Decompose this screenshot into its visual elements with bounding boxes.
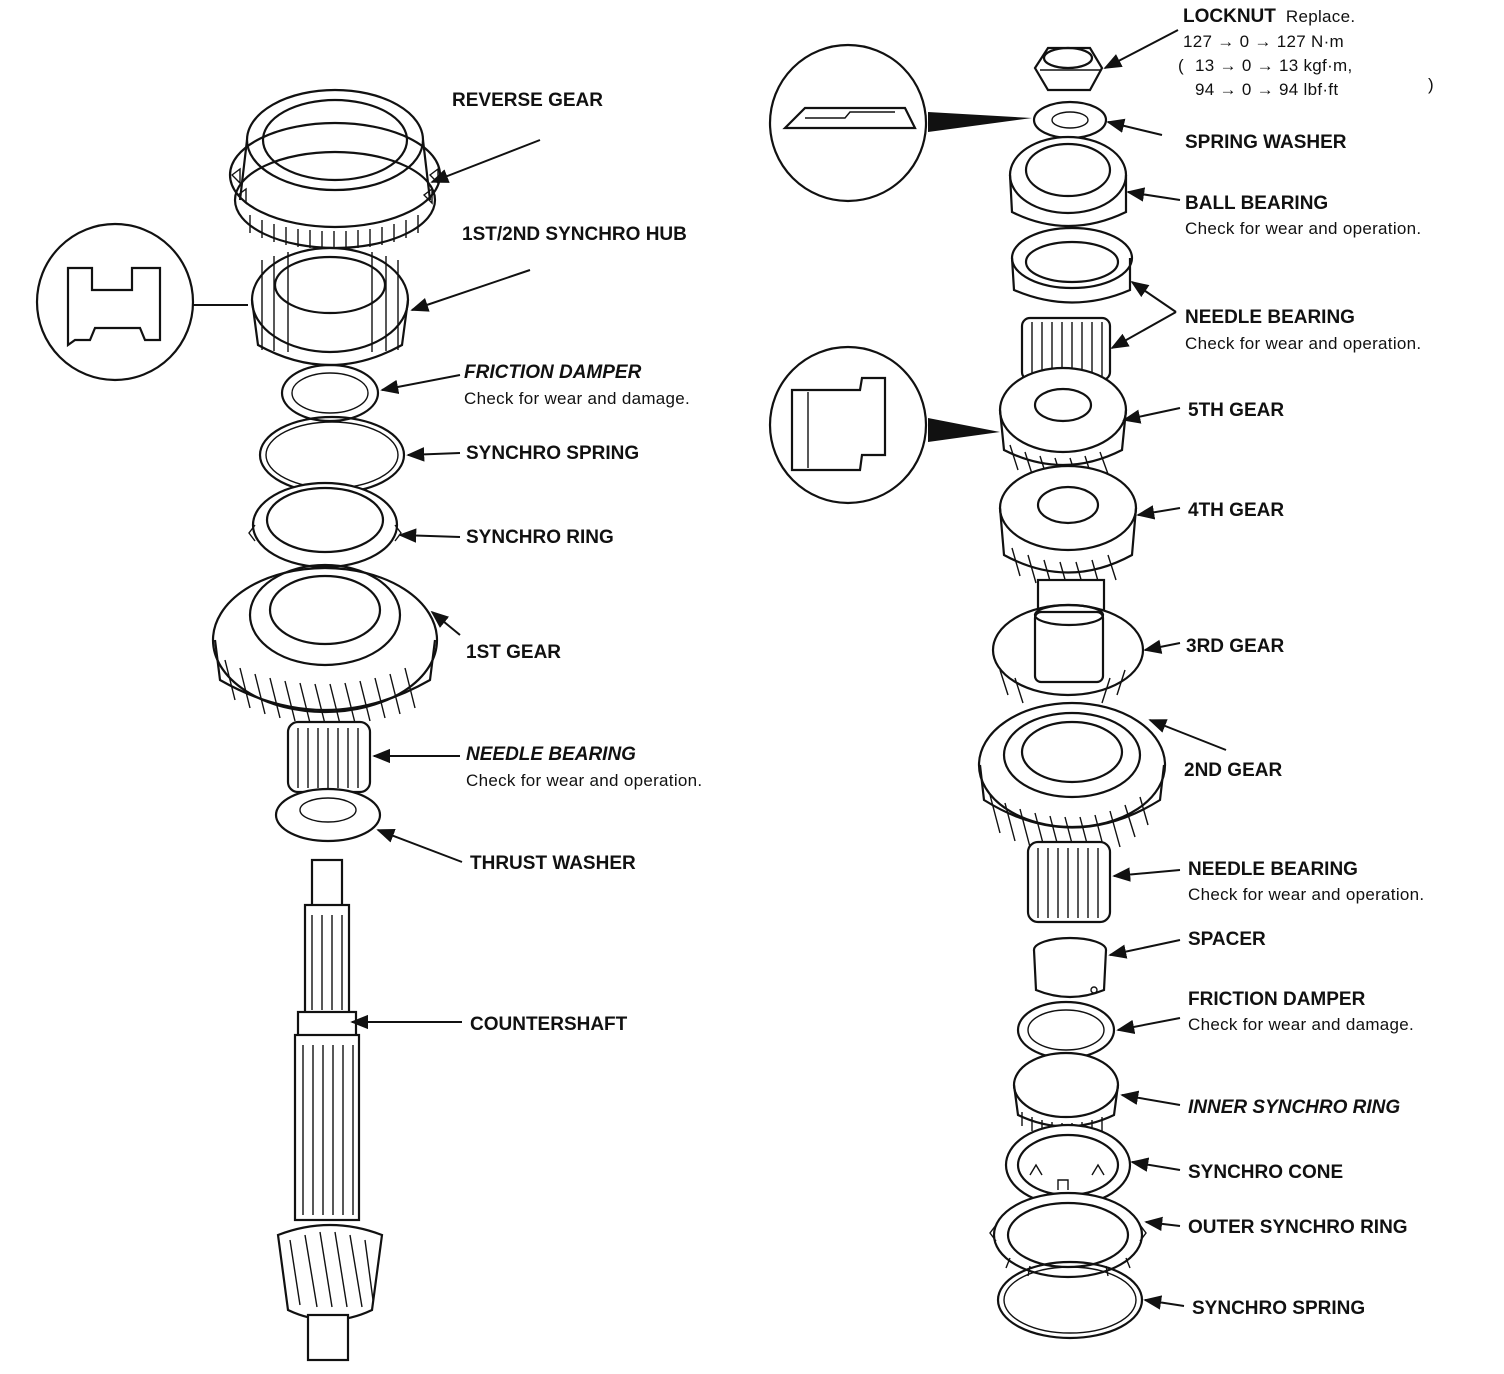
label-friction-damper-right: FRICTION DAMPER	[1188, 989, 1366, 1010]
label-fourth-gear: 4TH GEAR	[1188, 500, 1284, 521]
torque-spec-lbfft: 94 → 0 → 94 lbf·ft	[1195, 80, 1338, 99]
note-needle-bearing-left: Check for wear and operation.	[466, 771, 702, 790]
label-spacer: SPACER	[1188, 929, 1266, 950]
reverse-gear-part	[228, 88, 442, 250]
gear-detail-inset	[768, 345, 928, 505]
note-ball-bearing: Check for wear and operation.	[1185, 219, 1421, 238]
label-synchro-cone: SYNCHRO CONE	[1188, 1162, 1343, 1183]
synchro-spring-right-part	[996, 1260, 1144, 1340]
paren-close-bottom: )	[1428, 75, 1434, 94]
label-first-gear: 1ST GEAR	[466, 642, 561, 663]
label-synchro-spring-left: SYNCHRO SPRING	[466, 443, 639, 464]
thrust-washer-part	[274, 787, 382, 843]
paren-open-top: (	[1178, 56, 1184, 75]
first-gear-part	[211, 563, 439, 725]
label-reverse-gear: REVERSE GEAR	[452, 90, 603, 111]
synchro-ring-part	[248, 481, 402, 569]
label-third-gear: 3RD GEAR	[1186, 636, 1284, 657]
needle-bearing-bottom-part	[1026, 840, 1112, 924]
left-assembly: REVERSE GEAR 1ST/2ND SYNCHRO HUB FRICTIO…	[35, 88, 702, 1362]
label-locknut-line: LOCKNUT Replace.	[1183, 6, 1355, 27]
label-outer-synchro-ring: OUTER SYNCHRO RING	[1188, 1217, 1408, 1238]
label-needle-bearing-left: NEEDLE BEARING	[466, 744, 636, 765]
label-locknut: LOCKNUT	[1183, 6, 1276, 27]
torque-spec-nm: 127 → 0 → 127 N·m	[1183, 32, 1344, 51]
countershaft-part	[276, 858, 384, 1362]
label-second-gear: 2ND GEAR	[1184, 760, 1282, 781]
ball-bearing-part	[1008, 135, 1128, 228]
friction-damper-part	[280, 363, 380, 423]
synchro-hub-part	[250, 246, 410, 366]
synchro-spring-part	[258, 415, 406, 495]
spring-washer-detail-inset	[768, 43, 928, 203]
torque-spec-kgfm: 13 → 0 → 13 kgf·m,	[1195, 56, 1353, 75]
spacer-part	[1032, 936, 1108, 999]
note-friction-damper-right: Check for wear and damage.	[1188, 1015, 1414, 1034]
label-synchro-hub: 1ST/2ND SYNCHRO HUB	[462, 224, 687, 245]
third-gear-part	[991, 603, 1145, 704]
label-needle-bearing-bottom: NEEDLE BEARING	[1188, 859, 1358, 880]
right-assembly: LOCKNUT Replace. 127 → 0 → 127 N·m ( 13 …	[768, 6, 1434, 1340]
label-needle-bearing-top: NEEDLE BEARING	[1185, 307, 1355, 328]
label-inner-synchro-ring: INNER SYNCHRO RING	[1188, 1097, 1400, 1118]
note-needle-bearing-top: Check for wear and operation.	[1185, 334, 1421, 353]
second-gear-part	[977, 701, 1167, 856]
note-locknut: Replace.	[1286, 7, 1356, 26]
reverse-gear-teeth	[249, 215, 419, 249]
label-synchro-ring-left: SYNCHRO RING	[466, 527, 614, 548]
note-friction-damper-left: Check for wear and damage.	[464, 389, 690, 408]
label-thrust-washer: THRUST WASHER	[470, 853, 636, 874]
needle-bearing-left-part	[286, 720, 372, 794]
label-friction-damper-left: FRICTION DAMPER	[464, 362, 642, 383]
label-spring-washer: SPRING WASHER	[1185, 132, 1347, 153]
label-ball-bearing: BALL BEARING	[1185, 193, 1328, 214]
hub-detail-inset	[35, 222, 195, 382]
needle-bearing-top-part	[1010, 226, 1134, 382]
outer-synchro-ring-part	[989, 1191, 1147, 1279]
fourth-gear-part	[998, 464, 1138, 612]
label-fifth-gear: 5TH GEAR	[1188, 400, 1284, 421]
note-needle-bearing-bottom: Check for wear and operation.	[1188, 885, 1424, 904]
spring-washer-part	[1032, 100, 1108, 140]
label-countershaft: COUNTERSHAFT	[470, 1014, 628, 1035]
locknut-part	[1033, 46, 1104, 92]
label-synchro-spring-right: SYNCHRO SPRING	[1192, 1298, 1365, 1319]
